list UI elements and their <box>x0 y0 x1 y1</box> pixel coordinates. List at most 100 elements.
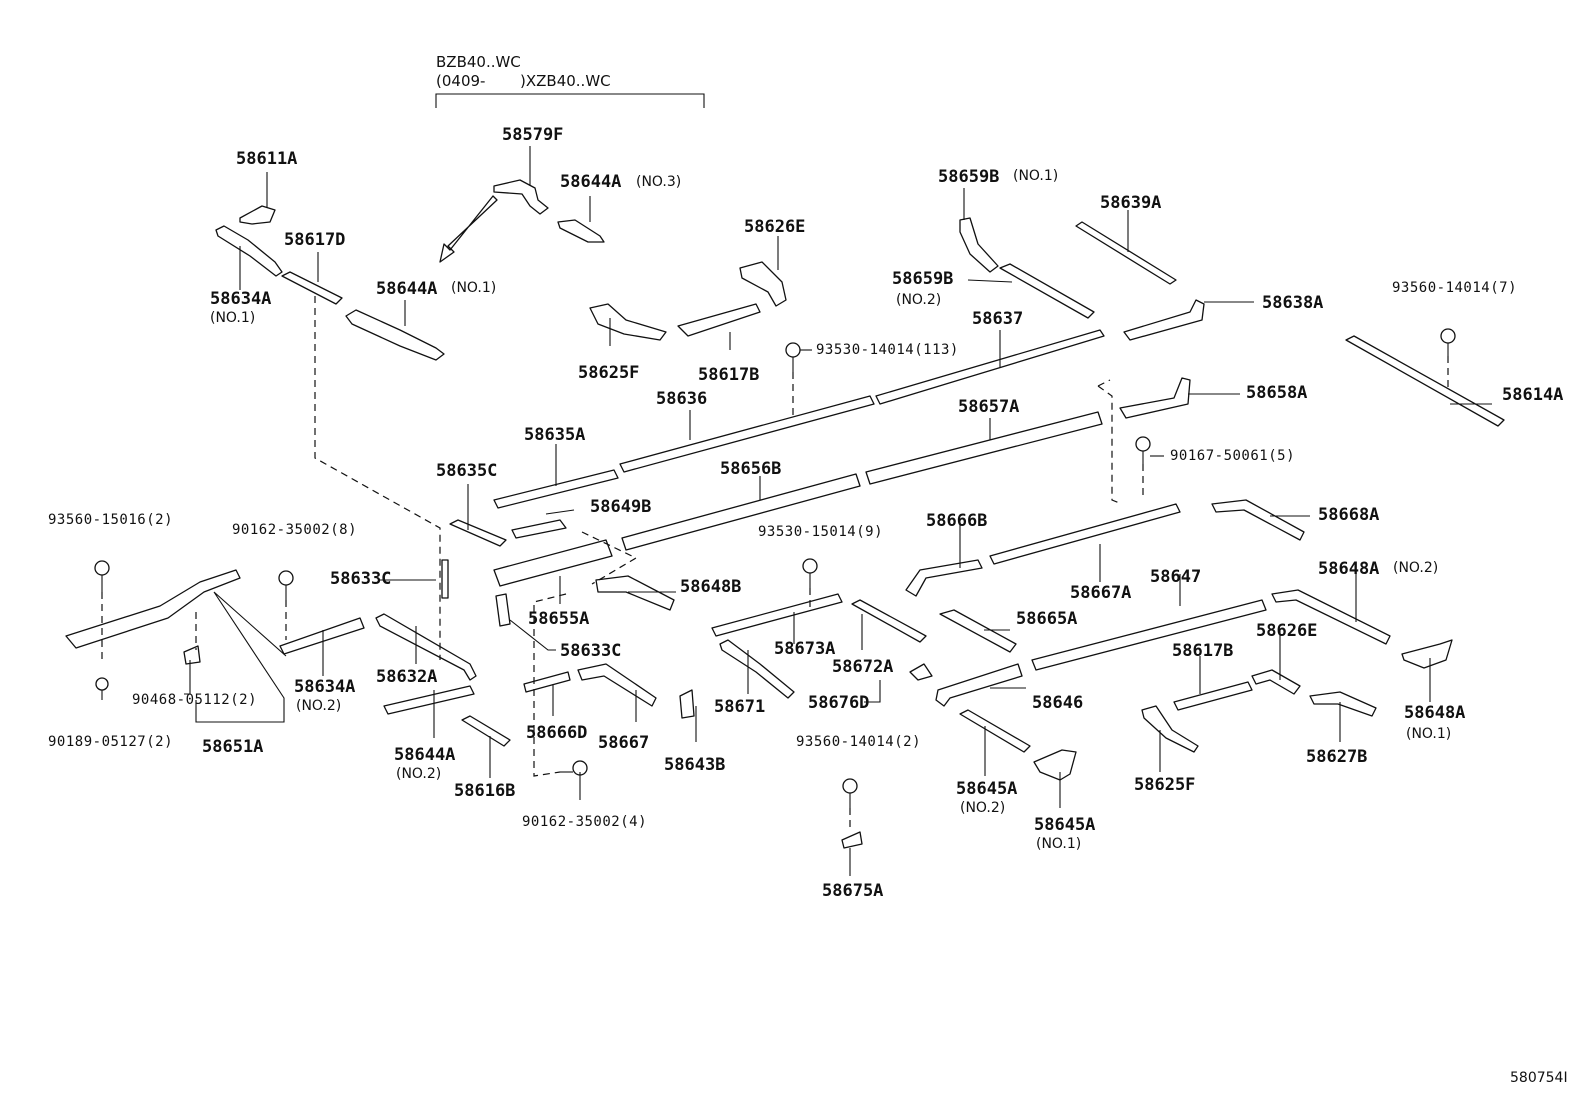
label-90189-05127-2[interactable]: 90189-05127(2) <box>48 734 173 750</box>
label-58633C-a[interactable]: 58633C <box>330 569 391 589</box>
label-90162-35002-4[interactable]: 90162-35002(4) <box>522 814 647 830</box>
label-58644A-no1[interactable]: 58644A <box>376 279 437 299</box>
part-58611A <box>239 205 276 225</box>
label-58667[interactable]: 58667 <box>598 733 649 753</box>
part-58666D <box>523 671 571 693</box>
label-58617B-mid[interactable]: 58617B <box>1172 641 1233 661</box>
part-58651A <box>65 569 241 649</box>
label-58646[interactable]: 58646 <box>1032 693 1083 713</box>
label-58639A[interactable]: 58639A <box>1100 193 1161 213</box>
label-58648B[interactable]: 58648B <box>680 577 741 597</box>
label-93560-14014-7[interactable]: 93560-14014(7) <box>1392 280 1517 296</box>
part-58676D <box>909 663 933 681</box>
part-58633C-b <box>495 593 511 627</box>
label-58644A-no3-suffix: (NO.3) <box>636 174 681 190</box>
label-58649B[interactable]: 58649B <box>590 497 651 517</box>
label-90162-35002-8[interactable]: 90162-35002(8) <box>232 522 357 538</box>
label-58675A[interactable]: 58675A <box>822 881 883 901</box>
label-58671[interactable]: 58671 <box>714 697 765 717</box>
label-58658A[interactable]: 58658A <box>1246 383 1307 403</box>
label-58659B-no1[interactable]: 58659B <box>938 167 999 187</box>
part-58656B <box>621 473 861 551</box>
label-58672A[interactable]: 58672A <box>832 657 893 677</box>
label-58666D[interactable]: 58666D <box>526 723 587 743</box>
label-58659B-no2[interactable]: 58659B <box>892 269 953 289</box>
part-58645A-no1 <box>1033 749 1077 781</box>
label-58655A[interactable]: 58655A <box>528 609 589 629</box>
part-58659B-no2 <box>999 263 1095 319</box>
header-model-line2b: )XZB40..WC <box>520 72 611 90</box>
part-labels: 58579F 58644A (NO.3) 58611A 58617D 58644… <box>48 125 1563 901</box>
label-58625F-top[interactable]: 58625F <box>578 363 639 383</box>
label-58625F-bottom[interactable]: 58625F <box>1134 775 1195 795</box>
label-58676D[interactable]: 58676D <box>808 693 869 713</box>
label-58647[interactable]: 58647 <box>1150 567 1201 587</box>
label-58638A[interactable]: 58638A <box>1262 293 1323 313</box>
part-58617B-mid <box>1173 681 1253 711</box>
label-58637[interactable]: 58637 <box>972 309 1023 329</box>
label-58636[interactable]: 58636 <box>656 389 707 409</box>
part-58646 <box>935 663 1023 707</box>
part-58617D <box>281 271 343 305</box>
label-58626E-top[interactable]: 58626E <box>744 217 805 237</box>
label-58579F[interactable]: 58579F <box>502 125 563 145</box>
label-58627B[interactable]: 58627B <box>1306 747 1367 767</box>
part-58675A <box>841 831 863 849</box>
label-58665A[interactable]: 58665A <box>1016 609 1077 629</box>
part-58632A <box>375 613 477 681</box>
label-58648A-no1[interactable]: 58648A <box>1404 703 1465 723</box>
part-shapes <box>65 179 1505 849</box>
label-58634A-no1-suffix: (NO.1) <box>210 310 255 326</box>
label-58643B[interactable]: 58643B <box>664 755 725 775</box>
label-58617B-top[interactable]: 58617B <box>698 365 759 385</box>
label-58648A-no2[interactable]: 58648A <box>1318 559 1379 579</box>
label-93560-14014-2[interactable]: 93560-14014(2) <box>796 734 921 750</box>
label-58657A[interactable]: 58657A <box>958 397 1019 417</box>
part-58673A <box>711 593 843 637</box>
label-58611A[interactable]: 58611A <box>236 149 297 169</box>
screw-icon <box>1135 436 1151 464</box>
part-58634A-no1 <box>215 225 283 277</box>
part-58643B <box>679 689 695 719</box>
label-58648A-no2-suffix: (NO.2) <box>1393 560 1438 576</box>
part-58667A <box>989 503 1181 565</box>
label-58673A[interactable]: 58673A <box>774 639 835 659</box>
label-58626E-mid[interactable]: 58626E <box>1256 621 1317 641</box>
label-58659B-no2-suffix: (NO.2) <box>896 292 941 308</box>
part-58655A <box>493 539 613 587</box>
label-58635C[interactable]: 58635C <box>436 461 497 481</box>
label-58634A-no1[interactable]: 58634A <box>210 289 271 309</box>
header-model-line2a: (0409- <box>436 72 485 90</box>
label-58632A[interactable]: 58632A <box>376 667 437 687</box>
label-58635A[interactable]: 58635A <box>524 425 585 445</box>
label-93530-15014-9[interactable]: 93530-15014(9) <box>758 524 883 540</box>
part-58667 <box>577 663 657 707</box>
label-58667A[interactable]: 58667A <box>1070 583 1131 603</box>
part-58648A-no1 <box>1401 639 1453 669</box>
part-58638A <box>1123 299 1205 341</box>
part-58633C-a <box>441 559 449 599</box>
part-58672A <box>851 599 927 643</box>
label-58651A[interactable]: 58651A <box>202 737 263 757</box>
label-58644A-no3[interactable]: 58644A <box>560 172 621 192</box>
part-58617B-top <box>677 303 761 337</box>
label-58617D[interactable]: 58617D <box>284 230 345 250</box>
label-93560-15016-2[interactable]: 93560-15016(2) <box>48 512 173 528</box>
part-58644A-no3 <box>557 219 605 243</box>
part-58648B <box>595 575 675 611</box>
label-58644A-no2[interactable]: 58644A <box>394 745 455 765</box>
label-58616B[interactable]: 58616B <box>454 781 515 801</box>
label-58634A-no2[interactable]: 58634A <box>294 677 355 697</box>
label-58659B-no1-suffix: (NO.1) <box>1013 168 1058 184</box>
label-90468-05112-2[interactable]: 90468-05112(2) <box>132 692 257 708</box>
label-58645A-no1[interactable]: 58645A <box>1034 815 1095 835</box>
label-58656B[interactable]: 58656B <box>720 459 781 479</box>
label-58666B[interactable]: 58666B <box>926 511 987 531</box>
label-58668A[interactable]: 58668A <box>1318 505 1379 525</box>
label-58645A-no2[interactable]: 58645A <box>956 779 1017 799</box>
label-90167-50061-5[interactable]: 90167-50061(5) <box>1170 448 1295 464</box>
label-58633C-b[interactable]: 58633C <box>560 641 621 661</box>
label-93530-14014-113[interactable]: 93530-14014(113) <box>816 342 959 358</box>
part-90468-05112 <box>183 645 201 665</box>
label-58614A[interactable]: 58614A <box>1502 385 1563 405</box>
